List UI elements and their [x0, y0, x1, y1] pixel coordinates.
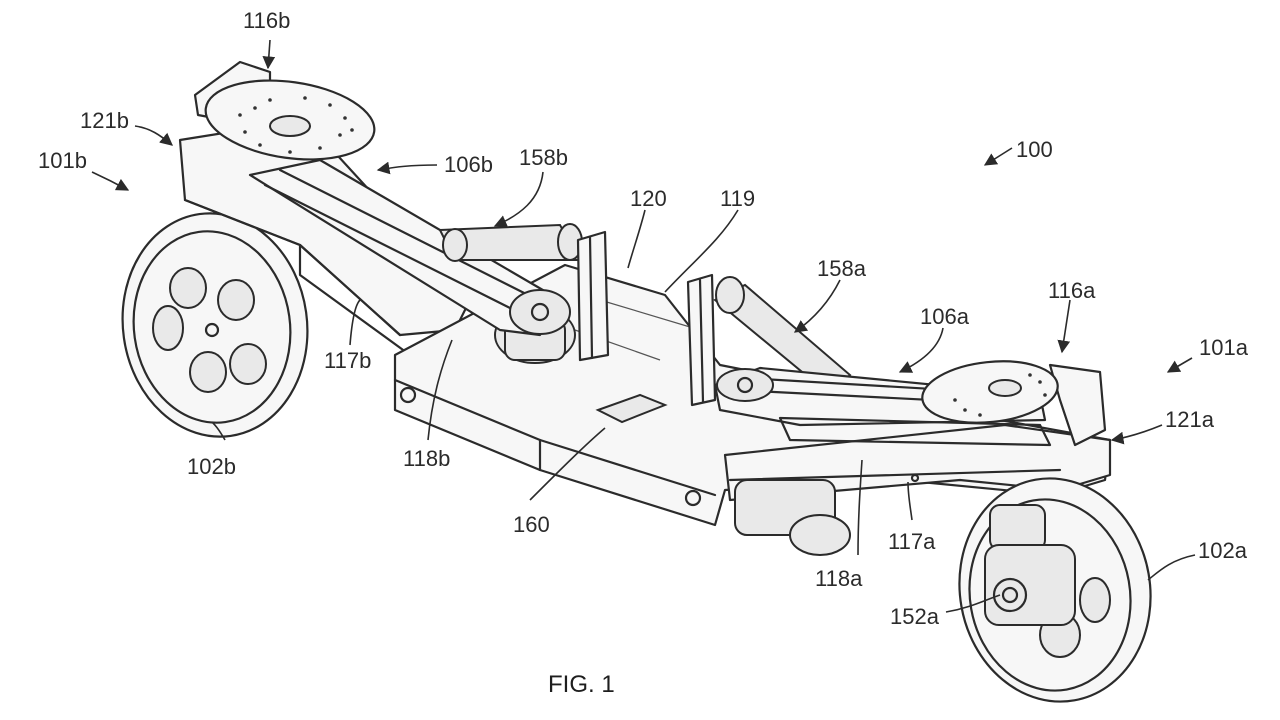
figure-caption: FIG. 1	[548, 671, 615, 698]
actuator-158b	[438, 223, 610, 362]
label-117b: 117b	[324, 348, 371, 373]
label-102b: 102b	[187, 454, 236, 479]
label-100: 100	[1016, 137, 1053, 162]
label-102a: 102a	[1198, 538, 1248, 563]
label-101a: 101a	[1199, 335, 1249, 360]
footplate-116a	[921, 360, 1107, 447]
label-152a: 152a	[890, 604, 940, 629]
actuator-158a	[686, 273, 852, 407]
label-116b: 116b	[243, 8, 290, 33]
leader-lines	[91, 39, 1196, 613]
label-119: 119	[720, 186, 755, 211]
label-106b: 106b	[444, 152, 493, 177]
belt-106b	[248, 158, 571, 337]
label-121b: 121b	[80, 108, 129, 133]
footplate-116b	[193, 60, 376, 161]
label-158a: 158a	[817, 256, 867, 281]
label-118a: 118a	[815, 566, 863, 591]
label-116a: 116a	[1048, 278, 1096, 303]
wheel-102a	[958, 477, 1152, 703]
label-106a: 106a	[920, 304, 970, 329]
label-120: 120	[630, 186, 667, 211]
label-118b: 118b	[403, 446, 450, 471]
reference-labels: 116b 121b 101b 106b 158b 120 119 100 158…	[38, 8, 1249, 698]
label-158b: 158b	[519, 145, 568, 170]
label-101b: 101b	[38, 148, 87, 173]
wheel-102b	[121, 212, 309, 438]
label-160: 160	[513, 512, 550, 537]
label-117a: 117a	[888, 529, 936, 554]
label-121a: 121a	[1165, 407, 1215, 432]
